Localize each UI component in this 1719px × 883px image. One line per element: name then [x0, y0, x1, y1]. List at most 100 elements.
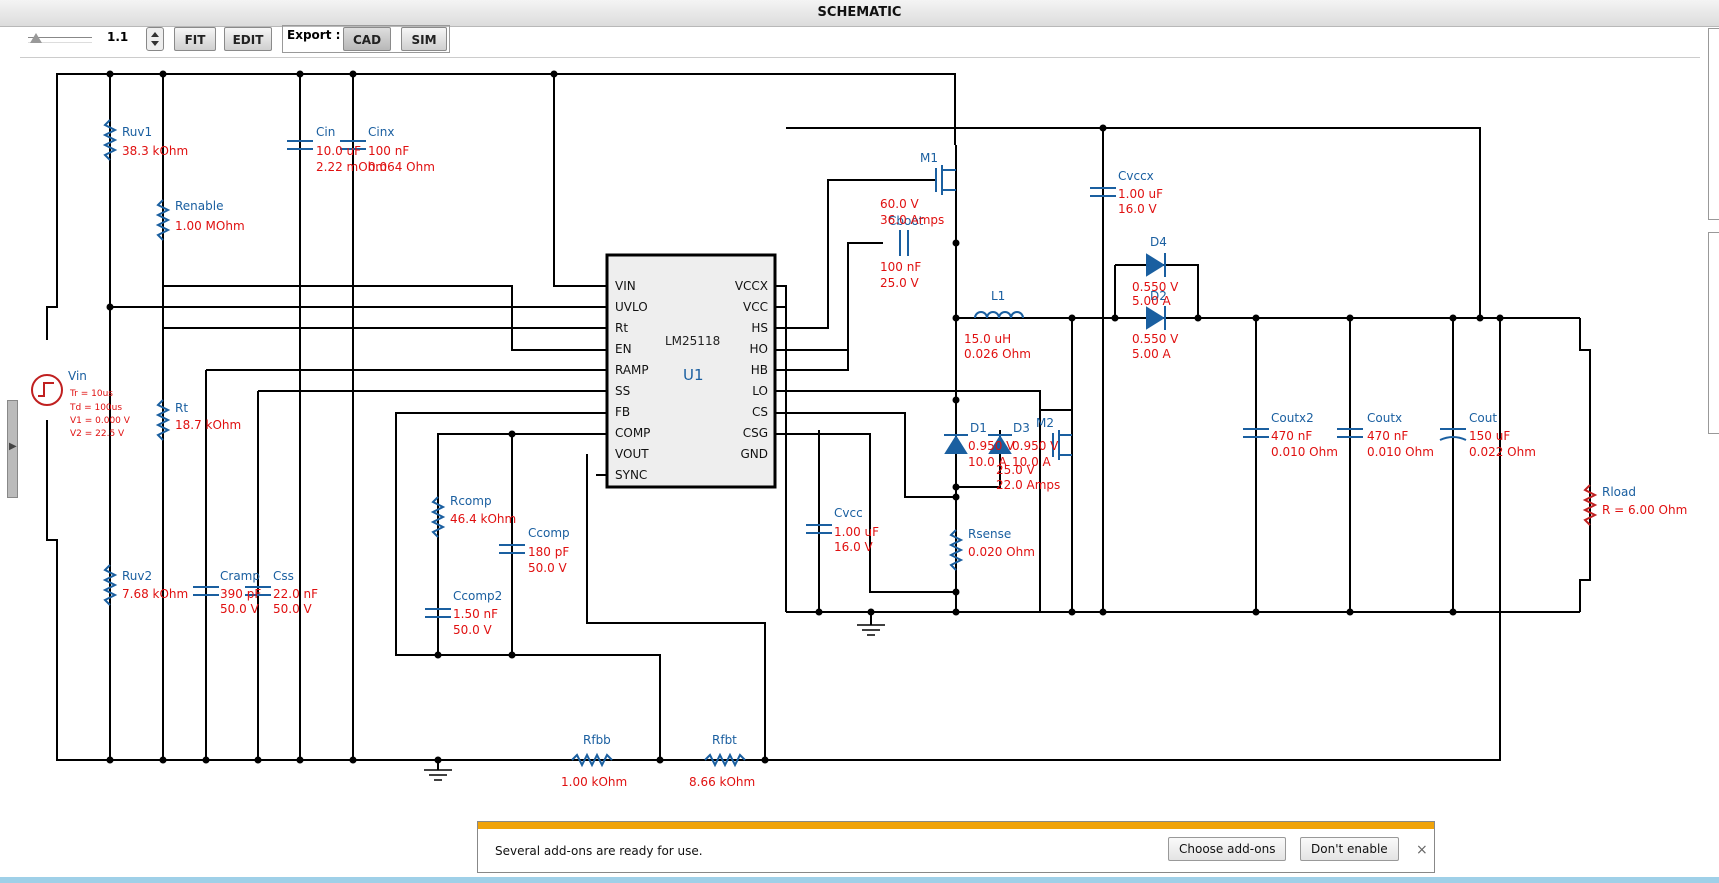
cin-esr: 2.22 mOhm: [316, 160, 387, 174]
capacitor-coutx2-icon[interactable]: [1243, 428, 1269, 438]
d3-name: D3: [1013, 421, 1030, 435]
resistor-renable-icon[interactable]: [155, 199, 171, 241]
cramp-value: 390 pF: [220, 587, 261, 601]
d3-amps: 10.0 A: [1012, 455, 1052, 469]
coutx2-esr: 0.010 Ohm: [1271, 445, 1338, 459]
css-value: 22.0 nF: [273, 587, 318, 601]
pin-fb: FB: [615, 405, 630, 419]
capacitor-ccomp-icon[interactable]: [499, 544, 525, 554]
cvccx-volt: 16.0 V: [1118, 202, 1158, 216]
capacitor-cvcc-icon[interactable]: [806, 524, 832, 534]
capacitor-cramp-icon[interactable]: [193, 586, 219, 596]
pin-vcc: VCC: [743, 300, 768, 314]
wires: [46, 73, 1591, 770]
voltage-source-icon[interactable]: [31, 374, 63, 406]
choose-addons-button[interactable]: Choose add-ons: [1168, 837, 1287, 861]
capacitor-cboot-icon[interactable]: [899, 230, 909, 256]
capacitor-css-icon[interactable]: [245, 586, 271, 596]
export-group: Export : CAD SIM: [282, 25, 450, 53]
diode-d2-icon[interactable]: [1146, 306, 1166, 330]
chevron-up-icon[interactable]: [151, 32, 159, 37]
ruv1-value: 38.3 kOhm: [122, 144, 188, 158]
m1-name: M1: [920, 151, 938, 165]
close-icon[interactable]: ×: [1416, 842, 1428, 858]
zoom-slider-thumb[interactable]: [30, 33, 42, 43]
expand-arrow-icon[interactable]: ▶: [9, 441, 17, 452]
dont-enable-button[interactable]: Don't enable: [1300, 837, 1399, 861]
rfbt-name: Rfbt: [712, 733, 737, 747]
diode-d3-icon[interactable]: [988, 434, 1012, 454]
resistor-rsense-icon[interactable]: [948, 529, 964, 571]
window-title: SCHEMATIC: [0, 0, 1719, 27]
m1-amps: 36.0 Amps: [880, 213, 944, 227]
inductor-l1-icon[interactable]: [974, 311, 1024, 319]
ccomp-value: 180 pF: [528, 545, 569, 559]
l1-value: 15.0 uH: [964, 332, 1011, 346]
vin-v2: V2 = 22.5 V: [70, 429, 125, 439]
pin-ho: HO: [750, 342, 768, 356]
ruv2-name: Ruv2: [122, 569, 152, 583]
zoom-slider[interactable]: [28, 33, 92, 43]
chevron-down-icon[interactable]: [151, 41, 159, 46]
left-panel-handle[interactable]: ▶: [7, 400, 18, 498]
resistor-rcomp-icon[interactable]: [430, 496, 446, 538]
capacitor-cin-icon[interactable]: [287, 140, 313, 150]
coutx-value: 470 nF: [1367, 429, 1408, 443]
export-label: Export :: [287, 28, 341, 42]
edit-button[interactable]: EDIT: [224, 27, 272, 51]
right-panel-edge: [1708, 28, 1719, 220]
rload-value: R = 6.00 Ohm: [1602, 503, 1687, 517]
cinx-value: 100 nF: [368, 144, 409, 158]
d4-volt: 0.550 V: [1132, 280, 1179, 294]
cvccx-name: Cvccx: [1118, 169, 1154, 183]
rcomp-name: Rcomp: [450, 494, 492, 508]
zoom-stepper[interactable]: [146, 27, 164, 51]
m2-amps: 22.0 Amps: [996, 478, 1060, 492]
mosfet-m2-icon[interactable]: [1052, 430, 1072, 460]
ruv1-name: Ruv1: [122, 125, 152, 139]
d4-amps: 5.00 A: [1132, 294, 1172, 308]
resistor-rfbt-icon[interactable]: [704, 752, 746, 768]
pin-en: EN: [615, 342, 632, 356]
pin-ss: SS: [615, 384, 630, 398]
notification-accent-bar: [478, 822, 1434, 829]
fit-button[interactable]: FIT: [174, 27, 216, 51]
capacitor-cvccx-icon[interactable]: [1090, 187, 1116, 197]
pin-comp: COMP: [615, 426, 650, 440]
junction-dots: [106, 70, 1504, 764]
cin-value: 10.0 uF: [316, 144, 361, 158]
cinx-esr: 0.064 Ohm: [368, 160, 435, 174]
ccomp-volt: 50.0 V: [528, 561, 568, 575]
css-name: Css: [273, 569, 294, 583]
cvcc-volt: 16.0 V: [834, 540, 874, 554]
pin-vccx: VCCX: [735, 279, 768, 293]
mosfet-m1-icon[interactable]: [935, 165, 956, 195]
diode-d4-icon[interactable]: [1146, 253, 1166, 277]
resistor-rfbb-icon[interactable]: [571, 752, 613, 768]
cad-button[interactable]: CAD: [343, 27, 391, 51]
resistor-rload-icon[interactable]: [1582, 484, 1598, 526]
pin-csg: CSG: [743, 426, 768, 440]
ic-reference: U1: [683, 366, 704, 384]
d1-amps: 10.0 A: [968, 455, 1008, 469]
sim-button[interactable]: SIM: [401, 27, 447, 51]
resistor-ruv2-icon[interactable]: [102, 564, 118, 606]
cvccx-value: 1.00 uF: [1118, 187, 1163, 201]
capacitor-coutx-icon[interactable]: [1337, 428, 1363, 438]
resistor-ruv1-icon[interactable]: [102, 119, 118, 161]
pin-hb: HB: [751, 363, 768, 377]
rsense-value: 0.020 Ohm: [968, 545, 1035, 559]
resistor-rt-icon[interactable]: [155, 399, 171, 441]
ic-u1[interactable]: LM25118 U1 VIN UVLO Rt EN RAMP SS FB COM…: [596, 253, 777, 489]
capacitor-ccomp2-icon[interactable]: [425, 608, 451, 618]
capacitor-cinx-icon[interactable]: [340, 140, 366, 150]
cout-name: Cout: [1469, 411, 1497, 425]
ccomp2-value: 1.50 nF: [453, 607, 498, 621]
pin-cs: CS: [752, 405, 768, 419]
capacitor-cout-icon[interactable]: [1439, 428, 1467, 441]
diode-d1-icon[interactable]: [944, 434, 968, 454]
rfbb-value: 1.00 kOhm: [561, 775, 627, 789]
l1-name: L1: [991, 289, 1005, 303]
toolbar: 1.1 FIT EDIT Export : CAD SIM: [0, 25, 1719, 57]
